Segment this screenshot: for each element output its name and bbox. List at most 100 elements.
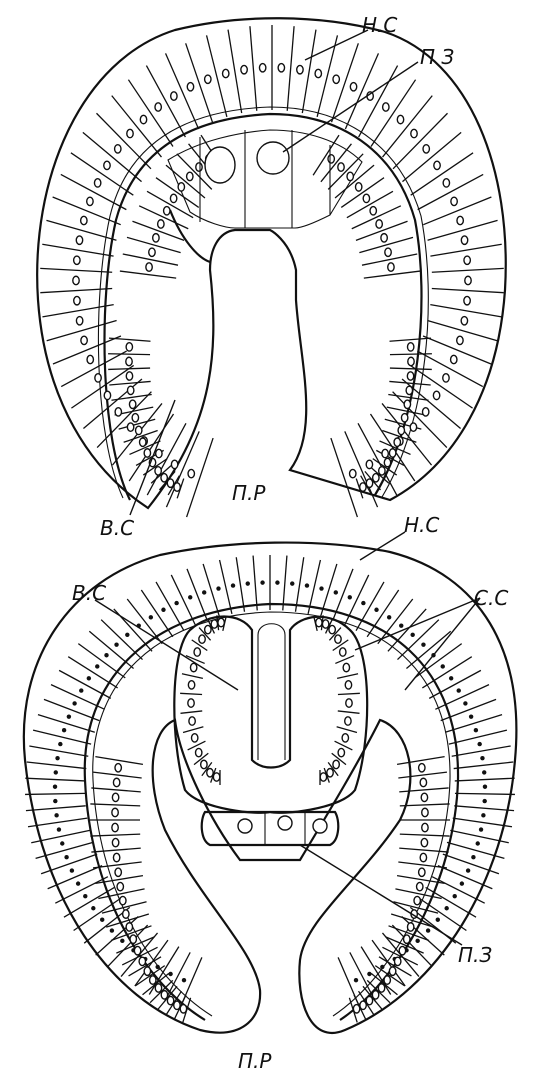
top-ectoderm-nucleus [410,423,416,431]
top-ectoderm-cell-wall [250,26,257,111]
bottom-neural-canal [258,624,285,760]
bottom-ectoderm-nucleus [483,785,487,789]
bottom-inner-left-nucleus [120,896,126,904]
bottom-ectoderm-nucleus [110,928,114,932]
bottom-inner-left-cell-wall [93,772,142,778]
bottom-inner-right-nucleus [404,935,410,943]
bottom-ectoderm-cell-wall [253,556,257,611]
bottom-inner-right-nucleus [421,793,427,801]
bottom-inner-right-nucleus [384,976,390,984]
bottom-ectoderm-cell-wall [454,806,514,811]
top-ectoderm-cell-wall [430,305,501,317]
bottom-ectoderm-cell-wall [388,609,426,651]
bottom-neural-left-cell-wall [180,711,202,713]
bottom-ectoderm-nucleus [62,728,66,732]
top-ectoderm-nucleus [465,276,471,284]
top-inner-right-upper-cell-wall [364,271,420,278]
top-ectoderm-cell-wall [432,288,504,292]
bottom-neural-right-nucleus [316,618,322,626]
bottom-inner-right-cell-wall [399,848,448,852]
top-inner-left-nucleus [161,474,167,482]
bottom-inner-right-cell-wall [398,862,447,868]
bottom-ectoderm-nucleus [482,770,486,774]
bottom-ectoderm-nucleus [70,868,74,872]
top-inner-left-nucleus [144,449,150,457]
bottom-ectoderm-cell-wall [203,564,219,617]
bottom-inner-right-nucleus [421,838,427,846]
bottom-inner-right-nucleus [419,868,425,876]
top-inner-right-nucleus [389,449,395,457]
bottom-inner-left-nucleus [117,882,123,890]
bottom-inner-left-nucleus [112,838,118,846]
bottom-ectoderm-cell-wall [445,715,502,733]
top-inner-right-nucleus [379,467,385,475]
bottom-ectoderm-nucleus [79,688,83,692]
bottom-ectoderm-cell-wall [449,730,507,744]
top-ectoderm-nucleus [457,336,463,344]
bottom-ectoderm-nucleus [399,623,403,627]
bottom-cross-section [24,543,517,1033]
label-top-pz: П З [420,45,454,69]
top-ectoderm-nucleus [171,460,177,468]
top-ectoderm-cell-wall [40,288,112,292]
bottom-ectoderm-cell-wall [455,793,515,794]
bottom-inner-right-nucleus [422,808,428,816]
top-ectoderm-cell-wall [402,132,461,181]
bottom-inner-left-nucleus [123,910,129,918]
top-ectoderm-nucleus [127,129,133,137]
bottom-inner-left-nucleus [180,1005,186,1013]
bottom-ectoderm-nucleus [202,590,206,594]
top-ectoderm-nucleus [464,296,470,304]
top-inner-right-upper-nucleus [338,163,344,171]
bottom-ectoderm-nucleus [54,770,58,774]
bottom-ectoderm-nucleus [55,756,59,760]
bottom-ectoderm-cell-wall [55,877,108,903]
top-inner-left-upper-cell-wall [120,271,176,278]
bottom-ectoderm-cell-wall [25,793,85,794]
bottom-ectoderm-nucleus [361,601,365,605]
bottom-ectoderm-cell-wall [452,746,511,756]
top-inner-right-cell-wall [388,395,428,401]
top-ectoderm-nucleus [73,276,79,284]
bottom-ectoderm-nucleus [449,676,453,680]
bottom-ectoderm-nucleus [149,615,153,619]
bottom-ectoderm-nucleus [466,868,470,872]
leader-bottom-hc [360,532,405,560]
bottom-neural-left-nucleus [199,635,205,643]
bottom-inner-left-nucleus [139,957,145,965]
bottom-ectoderm-cell-wall [74,898,122,931]
bottom-notochord-nucleus-3 [313,819,327,833]
bottom-inner-layer-outline-2 [93,612,450,1016]
top-inner-right-cell-wall [390,368,432,369]
bottom-ectoderm-cell-wall [295,557,303,611]
bottom-ectoderm-nucleus [354,978,358,982]
top-inner-left-nucleus [174,483,180,491]
bottom-neural-left-cell-wall [182,674,203,679]
bottom-neural-right-nucleus [338,748,344,756]
bottom-inner-right-nucleus [414,896,420,904]
top-inner-right-upper-nucleus [381,234,387,242]
bottom-inner-left-nucleus [130,935,136,943]
top-ectoderm-cell-wall [370,414,414,481]
top-inner-left-nucleus [140,438,146,446]
top-ectoderm-nucleus [382,449,388,457]
bottom-ectoderm-nucleus [114,642,118,646]
bottom-inner-left-nucleus [150,976,156,984]
bottom-ectoderm-nucleus [410,633,414,637]
bottom-ectoderm-nucleus [480,756,484,760]
label-top-pr: П.Р [232,481,266,505]
top-ectoderm-nucleus [171,92,177,100]
label-bottom-hc: Н.С [404,513,439,537]
bottom-neural-right-nucleus [329,625,335,633]
label-bottom-pr: П.Р [238,1049,272,1073]
bottom-ectoderm-cell-wall [29,746,88,756]
bottom-neural-right-nucleus [322,620,328,628]
bottom-ectoderm-nucleus [457,688,461,692]
bottom-neural-right-cell-wall [335,656,354,664]
top-ectoderm-nucleus [94,179,100,187]
top-inner-right-upper-nucleus [347,172,353,180]
bottom-ectoderm-nucleus [231,583,235,587]
top-inner-left-nucleus [132,414,138,422]
bottom-neural-left-nucleus [196,748,202,756]
